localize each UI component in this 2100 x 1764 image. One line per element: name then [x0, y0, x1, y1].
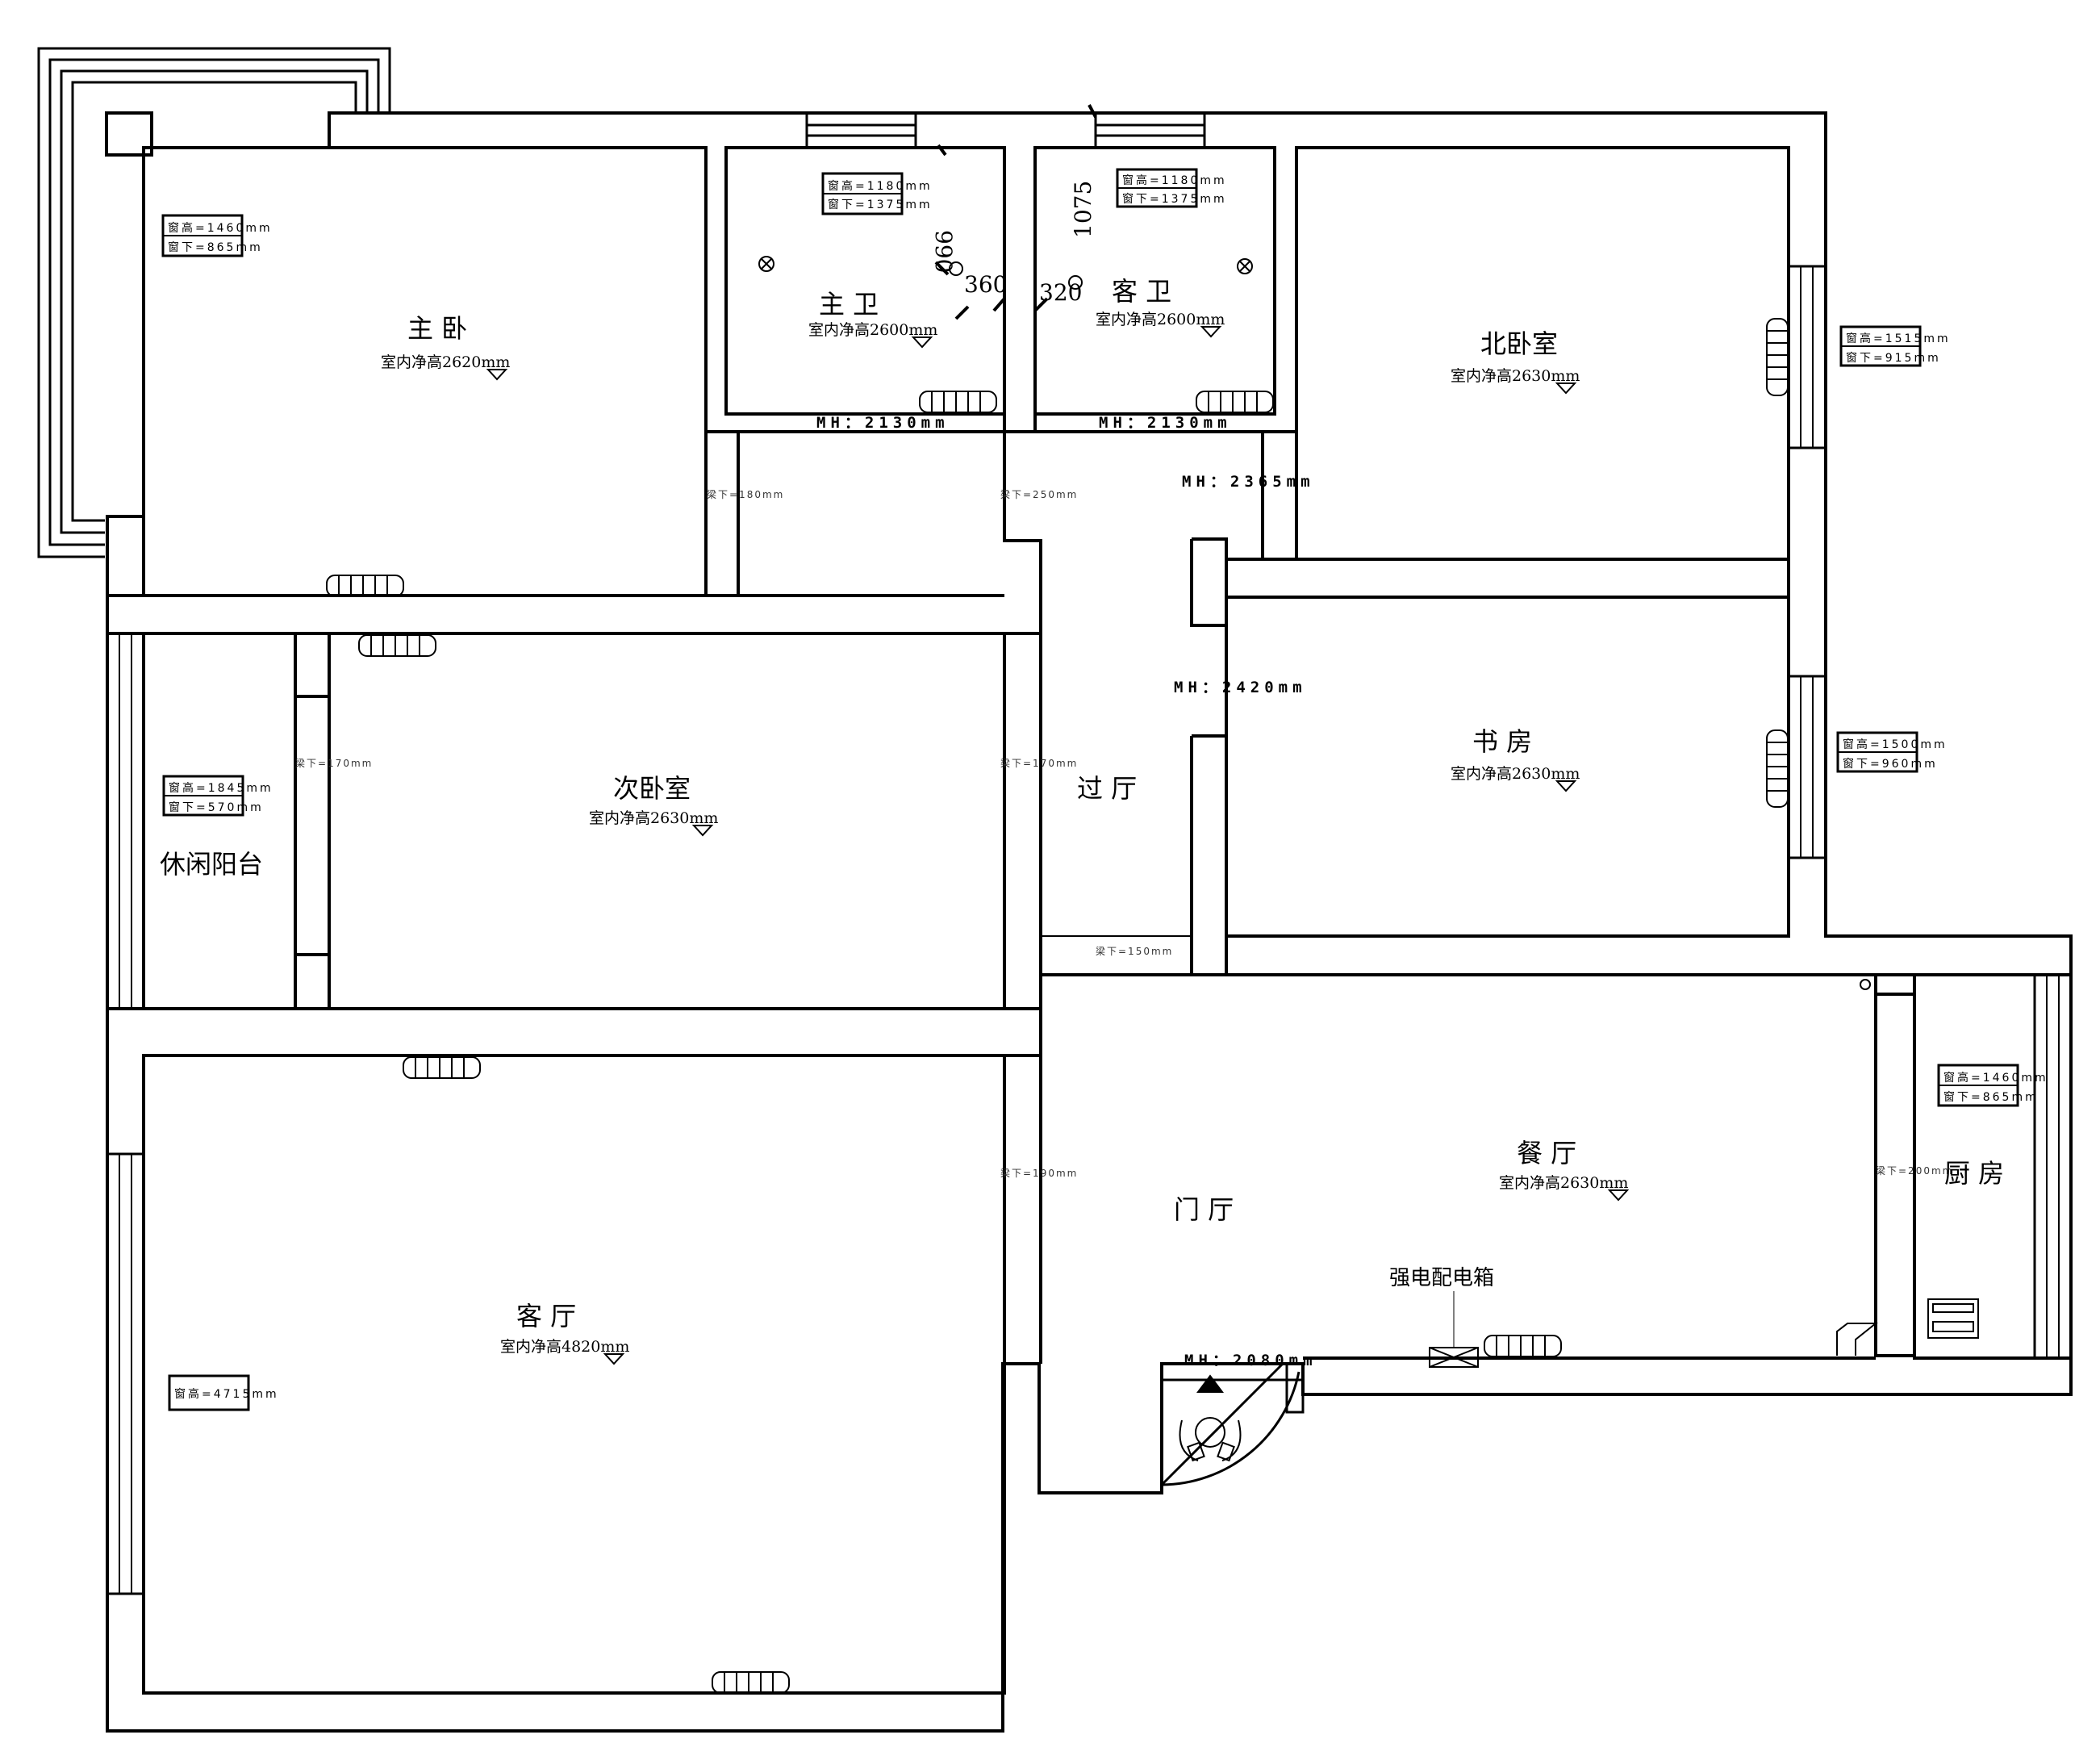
mh-guest-bath: MH：2130mm: [1099, 414, 1232, 432]
room-height-master-bedroom: 室内净高2620mm: [381, 353, 510, 371]
beam-label: 梁下=250mm: [1000, 488, 1078, 500]
window-tag-balcony-sill: 窗下=570mm: [169, 800, 264, 814]
beam-label: 梁下=190mm: [1000, 1167, 1078, 1179]
window-tag-study-sill: 窗下=960mm: [1843, 757, 1938, 771]
room-name-study: 书 房: [1472, 726, 1532, 757]
beam-label: 梁下=170mm: [1000, 757, 1078, 769]
beam-label: 梁下=180mm: [707, 488, 784, 500]
entrance-door: [1160, 1362, 1305, 1486]
entrance-person-icon: [1179, 1417, 1242, 1462]
stove-icon: [1927, 1298, 1979, 1339]
room-height-living-room: 室内净高4820mm: [500, 1338, 629, 1356]
terrace-outline: [37, 47, 391, 558]
window-tag-living-room-height: 窗高=4715mm: [174, 1387, 279, 1401]
window-tag-guest-bath-height: 窗高=1180mm: [1122, 173, 1227, 187]
window-tag-kitchen-sill: 窗下=865mm: [1943, 1090, 2039, 1104]
radiator-icon: [358, 634, 436, 657]
room-name-dining-room: 餐 厅: [1517, 1138, 1576, 1168]
room-name-master-bath: 主 卫: [819, 289, 879, 320]
living-room-window: [106, 1152, 145, 1595]
power-box-label: 强电配电箱: [1389, 1266, 1494, 1290]
north-bedroom-window: [1787, 265, 1827, 449]
room-name-guest-bath: 客 卫: [1112, 276, 1171, 307]
room-height-guest-bath: 室内净高2600mm: [1096, 311, 1225, 328]
room-height-second-bedroom: 室内净高2630mm: [589, 809, 718, 827]
dimension-990: 990: [930, 230, 957, 273]
radiator-icon: [919, 391, 997, 413]
dimension-320: 320: [1039, 279, 1082, 306]
study-window: [1787, 675, 1827, 859]
room-name-north-bedroom: 北卧室: [1480, 328, 1558, 359]
entry-arrow-icon: [1196, 1374, 1224, 1393]
radiator-icon: [403, 1056, 481, 1079]
window-tag-balcony-height: 窗高=1845mm: [169, 781, 273, 795]
exhaust-fan-icon: [1237, 258, 1253, 274]
radiator-icon: [1766, 729, 1789, 808]
balcony-window: [106, 632, 145, 1010]
room-name-hallway: 过 厅: [1077, 773, 1137, 804]
window-tag-kitchen-height: 窗高=1460mm: [1943, 1071, 2048, 1085]
window-tag-master-bedroom-height: 窗高=1460mm: [168, 221, 273, 235]
exhaust-fan-icon: [758, 256, 774, 272]
mh-north-corridor: MH：2365mm: [1182, 473, 1315, 491]
kitchen-window: [2033, 973, 2073, 1360]
room-name-entrance-hall: 门 厅: [1174, 1194, 1234, 1225]
balcony-walls: [142, 632, 297, 1010]
window-tag-study-height: 窗高=1500mm: [1843, 738, 1948, 751]
window-tag-north-bedroom-height: 窗高=1515mm: [1846, 332, 1951, 345]
beam-label: 梁下=200mm: [1876, 1164, 1953, 1177]
top-windows: [805, 111, 1206, 149]
room-height-study: 室内净高2630mm: [1451, 765, 1580, 783]
window-tag-master-bath-height: 窗高=1180mm: [828, 179, 933, 193]
dimension-1075: 1075: [1070, 181, 1096, 238]
radiator-icon: [712, 1671, 790, 1694]
room-height-dining-room: 室内净高2630mm: [1499, 1174, 1628, 1192]
room-height-north-bedroom: 室内净高2630mm: [1451, 367, 1580, 385]
radiator-icon: [1484, 1335, 1562, 1357]
mh-master-bath: MH：2130mm: [816, 414, 950, 432]
dining-walls: [1039, 973, 1916, 1357]
radiator-icon: [1766, 318, 1789, 396]
room-height-master-bath: 室内净高2600mm: [808, 321, 937, 339]
radiator-icon: [1196, 391, 1274, 413]
kitchen-corner-icon: [1836, 1323, 1878, 1356]
mh-hall: MH：2420mm: [1174, 679, 1307, 696]
beam-label: 梁下=150mm: [1096, 945, 1173, 957]
window-tag-guest-bath-sill: 窗下=1375mm: [1122, 192, 1227, 206]
window-tag-north-bedroom-sill: 窗下=915mm: [1846, 351, 1941, 365]
radiators: [326, 318, 1789, 1694]
window-tag-master-bedroom-sill: 窗下=865mm: [168, 240, 263, 254]
room-name-master-bedroom: 主 卧: [407, 313, 467, 344]
room-name-second-bedroom: 次卧室: [613, 773, 691, 804]
room-name-living-room: 客 厅: [516, 1301, 576, 1331]
living-room-walls: [142, 1054, 1006, 1695]
dimension-360: 360: [964, 271, 1007, 298]
window-tag-master-bath-sill: 窗下=1375mm: [828, 198, 933, 211]
mh-entrance: MH：2080mm: [1184, 1352, 1317, 1369]
beam-label: 梁下=170mm: [295, 757, 373, 769]
room-name-kitchen: 厨 房: [1944, 1158, 2004, 1189]
radiator-icon: [326, 575, 404, 597]
room-name-leisure-balcony: 休闲阳台: [160, 849, 263, 880]
